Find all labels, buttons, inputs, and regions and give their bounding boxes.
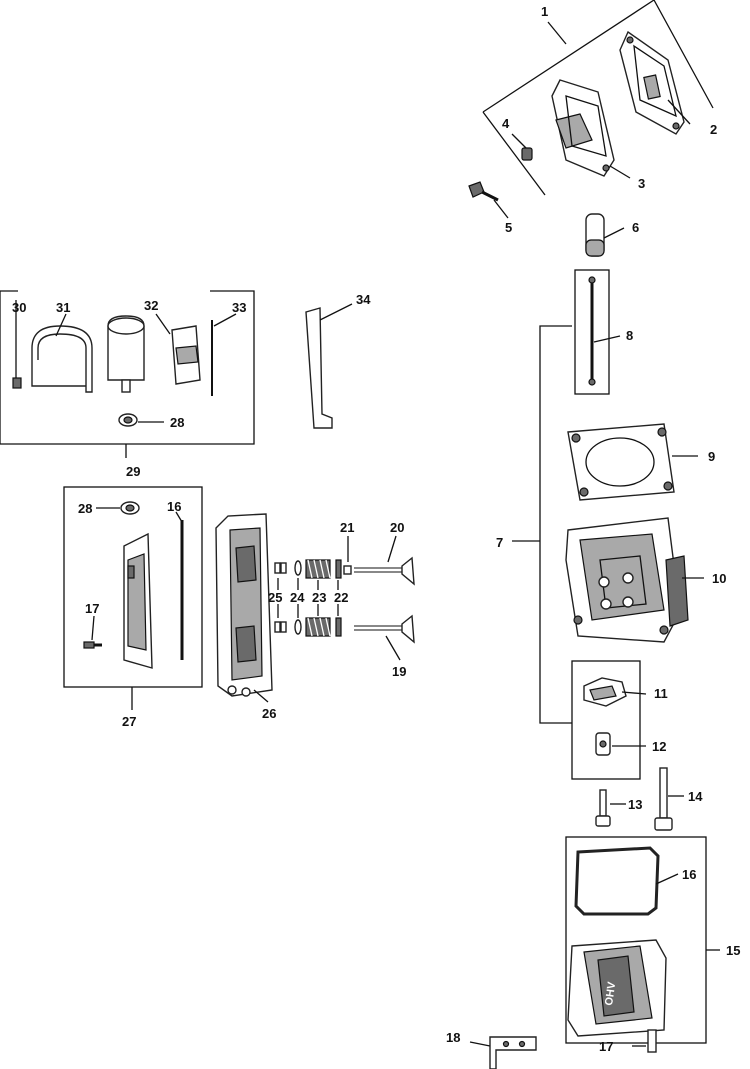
head-gasket <box>567 423 675 501</box>
callout-14: 14 <box>688 789 703 804</box>
breather-nut <box>521 147 533 161</box>
cylinder-head-kit-bracket <box>512 325 572 724</box>
callout-18: 18 <box>446 1030 460 1045</box>
breather-gasket <box>619 30 685 135</box>
valve-cover-group <box>565 836 720 1053</box>
callout-25: 25 <box>268 590 282 605</box>
callout-17-baffle-screw: 17 <box>85 601 99 616</box>
callout-11: 11 <box>654 686 668 701</box>
callout-32: 32 <box>144 298 158 313</box>
callout-4: 4 <box>502 116 510 131</box>
callout-16-cover-gasket: 16 <box>682 867 696 882</box>
callout-19: 19 <box>392 664 406 679</box>
valve-train <box>274 556 415 644</box>
breather-assembly-group <box>468 0 714 202</box>
callout-5: 5 <box>505 220 512 235</box>
breather-cover <box>551 79 615 177</box>
callout-28-upper: 28 <box>170 415 184 430</box>
callout-2: 2 <box>710 122 717 137</box>
callout-labels: 1 2 3 4 5 6 7 8 9 10 11 12 13 14 15 16 1… <box>12 4 740 1054</box>
callout-22: 22 <box>334 590 348 605</box>
rocker-group <box>571 660 641 780</box>
push-rod-group <box>574 269 610 395</box>
baffle-group <box>63 486 203 710</box>
callout-9: 9 <box>708 449 715 464</box>
callout-24: 24 <box>290 590 305 605</box>
cylinder-head-body <box>215 513 273 697</box>
callout-33: 33 <box>232 300 246 315</box>
callout-10: 10 <box>712 571 726 586</box>
callout-21: 21 <box>340 520 354 535</box>
callout-20: 20 <box>390 520 404 535</box>
callout-15: 15 <box>726 943 740 958</box>
callout-23: 23 <box>312 590 326 605</box>
leader-lines <box>55 99 704 1047</box>
head-bolt-short <box>595 789 611 827</box>
callout-27: 27 <box>122 714 136 729</box>
callout-29: 29 <box>126 464 140 479</box>
callout-34: 34 <box>356 292 371 307</box>
callout-6: 6 <box>632 220 639 235</box>
callout-3: 3 <box>638 176 645 191</box>
callout-13: 13 <box>628 797 642 812</box>
cylinder-head <box>565 517 689 643</box>
callout-7: 7 <box>496 535 503 550</box>
callout-30: 30 <box>12 300 26 315</box>
callout-17-cover-screw: 17 <box>599 1039 613 1054</box>
breather-tube <box>305 307 333 429</box>
callout-26: 26 <box>262 706 276 721</box>
lift-bracket <box>489 1036 537 1069</box>
head-bolt-long <box>654 767 673 831</box>
breather-screw <box>468 181 499 202</box>
air-guide-group <box>0 290 255 458</box>
callout-28-lower: 28 <box>78 501 92 516</box>
callout-12: 12 <box>652 739 666 754</box>
callout-1: 1 <box>541 4 548 19</box>
callout-16-baffle: 16 <box>167 499 181 514</box>
callout-8: 8 <box>626 328 633 343</box>
valve-lifter <box>585 213 605 257</box>
callout-31: 31 <box>56 300 70 315</box>
decal-text: OHV <box>603 980 618 1006</box>
